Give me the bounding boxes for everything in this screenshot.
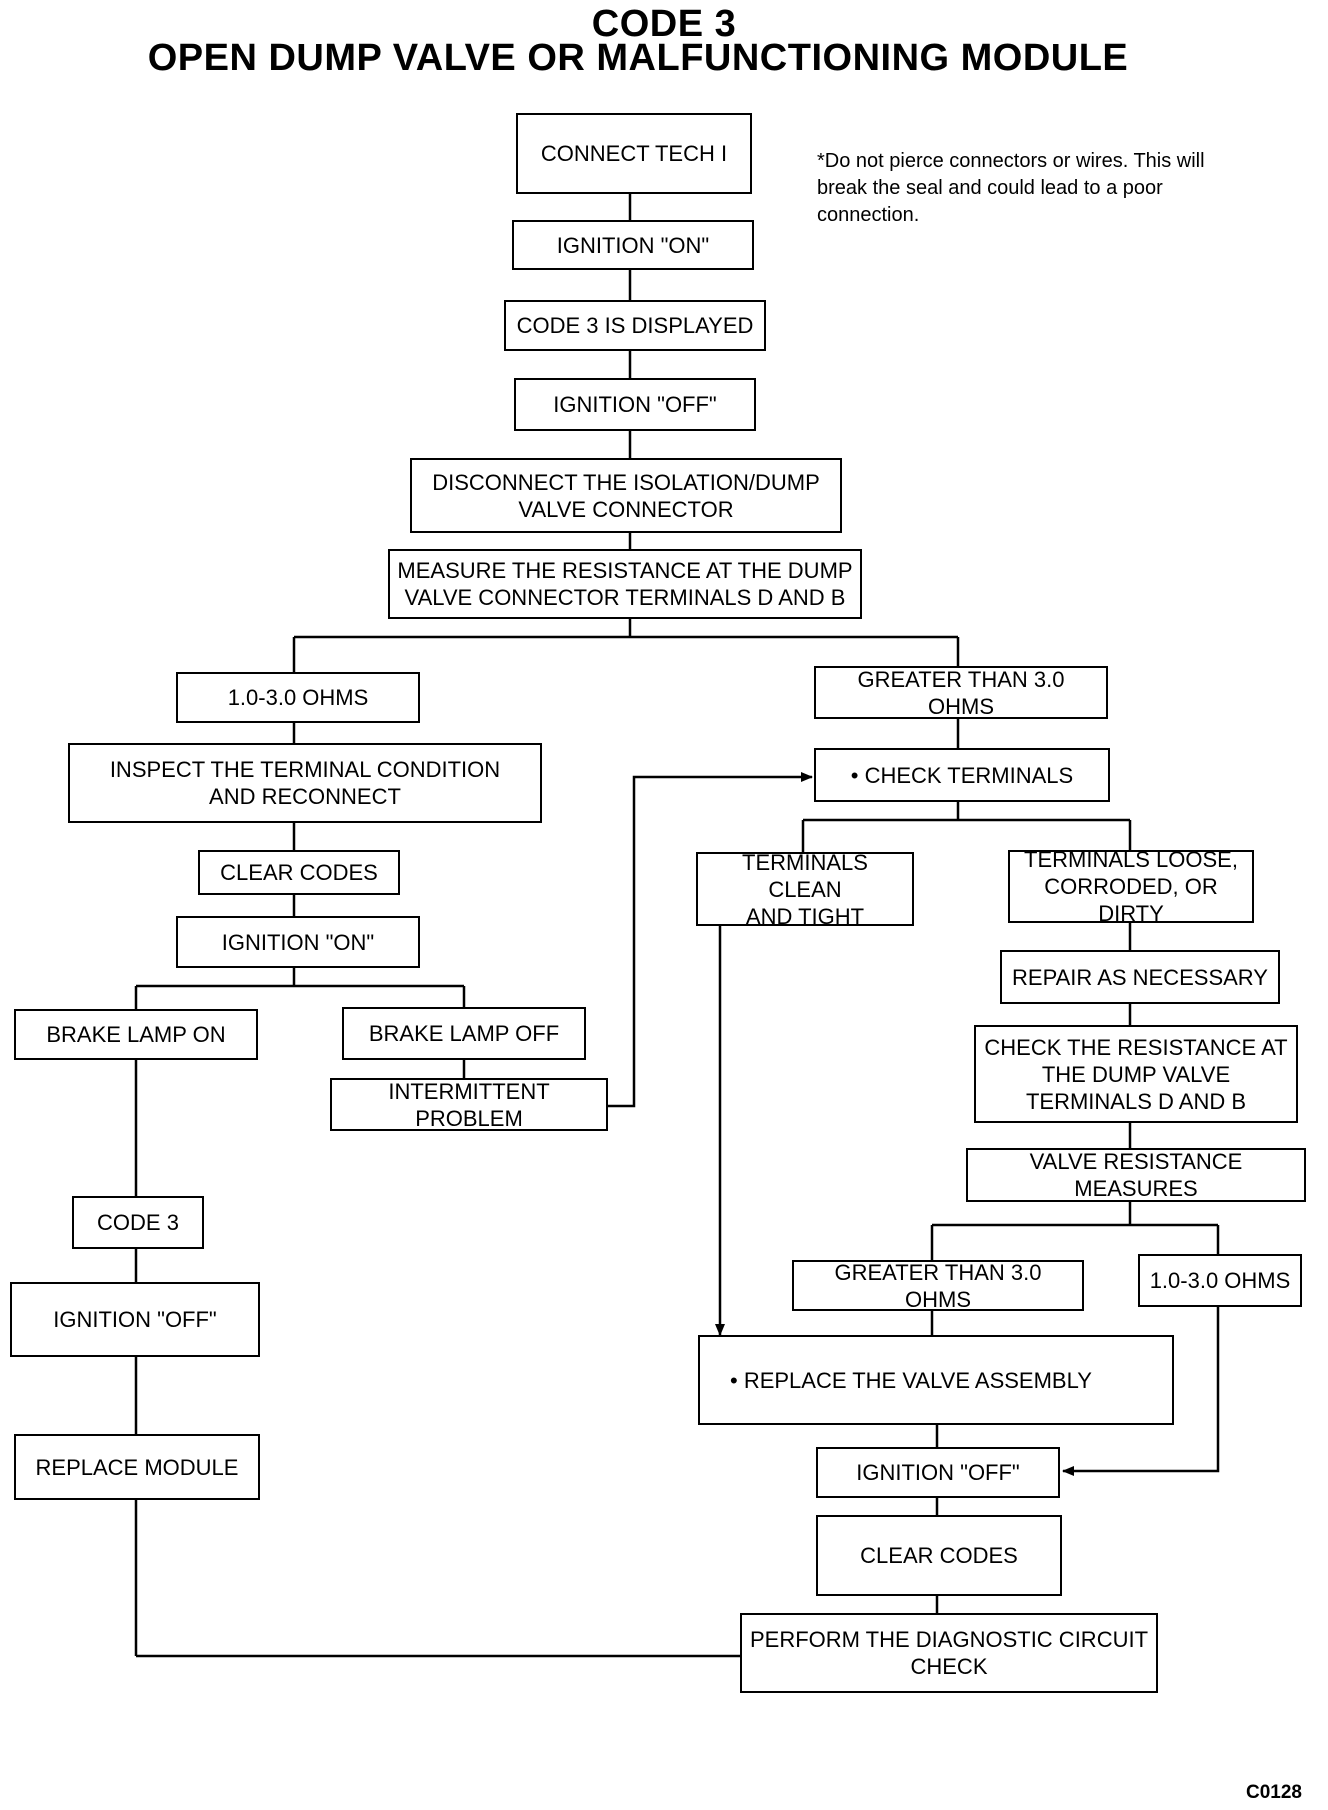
result-terminals-clean: TERMINALS CLEAN AND TIGHT [696,850,914,929]
result-brake-lamp-on: BRAKE LAMP ON [14,1009,258,1060]
result-greater-than-3-ohms: GREATER THAN 3.0 OHMS [814,666,1108,719]
result-ohms-in-range-2: 1.0-3.0 OHMS [1138,1254,1302,1307]
figure-code: C0128 [1246,1782,1302,1803]
chart-title-description: OPEN DUMP VALVE OR MALFUNCTIONING MODULE [147,37,1129,79]
step-clear-codes-2: CLEAR CODES [816,1515,1062,1596]
step-replace-module: REPLACE MODULE [14,1434,260,1500]
step-disconnect-connector: DISCONNECT THE ISOLATION/DUMP VALVE CONN… [410,458,842,533]
step-ignition-off: IGNITION "OFF" [514,378,756,431]
chart-title-code: CODE 3 [591,3,737,45]
step-code3: CODE 3 [72,1196,204,1249]
connector-arrow [608,772,813,1108]
step-clear-codes: CLEAR CODES [198,850,400,895]
step-ignition-on: IGNITION "ON" [512,220,754,270]
step-perform-diagnostic-check: PERFORM THE DIAGNOSTIC CIRCUIT CHECK [740,1613,1158,1693]
step-inspect-terminal: INSPECT THE TERMINAL CONDITION AND RECON… [68,743,542,823]
step-intermittent-problem: INTERMITTENT PROBLEM [330,1078,608,1131]
step-replace-valve: • REPLACE THE VALVE ASSEMBLY [698,1335,1174,1425]
step-connect-tech: CONNECT TECH I [516,113,752,194]
result-brake-lamp-off: BRAKE LAMP OFF [342,1007,586,1060]
step-valve-resistance-measures: VALVE RESISTANCE MEASURES [966,1148,1306,1202]
caution-note: *Do not pierce connectors or wires. This… [817,150,1205,226]
step-measure-resistance: MEASURE THE RESISTANCE AT THE DUMP VALVE… [388,549,862,619]
step-repair: REPAIR AS NECESSARY [1000,950,1280,1004]
step-check-resistance: CHECK THE RESISTANCE AT THE DUMP VALVE T… [974,1025,1298,1123]
step-code3-displayed: CODE 3 IS DISPLAYED [504,300,766,351]
result-greater-than-3-ohms-2: GREATER THAN 3.0 OHMS [792,1260,1084,1312]
result-terminals-loose: TERMINALS LOOSE, CORRODED, OR DIRTY [1008,847,1254,926]
result-ohms-in-range: 1.0-3.0 OHMS [176,672,420,723]
step-ignition-off-left: IGNITION "OFF" [10,1282,260,1357]
step-ignition-on-2: IGNITION "ON" [176,916,420,968]
step-check-terminals: • CHECK TERMINALS [814,748,1110,802]
step-ignition-off-right: IGNITION "OFF" [816,1447,1060,1498]
connector-arrow [1062,1307,1220,1476]
